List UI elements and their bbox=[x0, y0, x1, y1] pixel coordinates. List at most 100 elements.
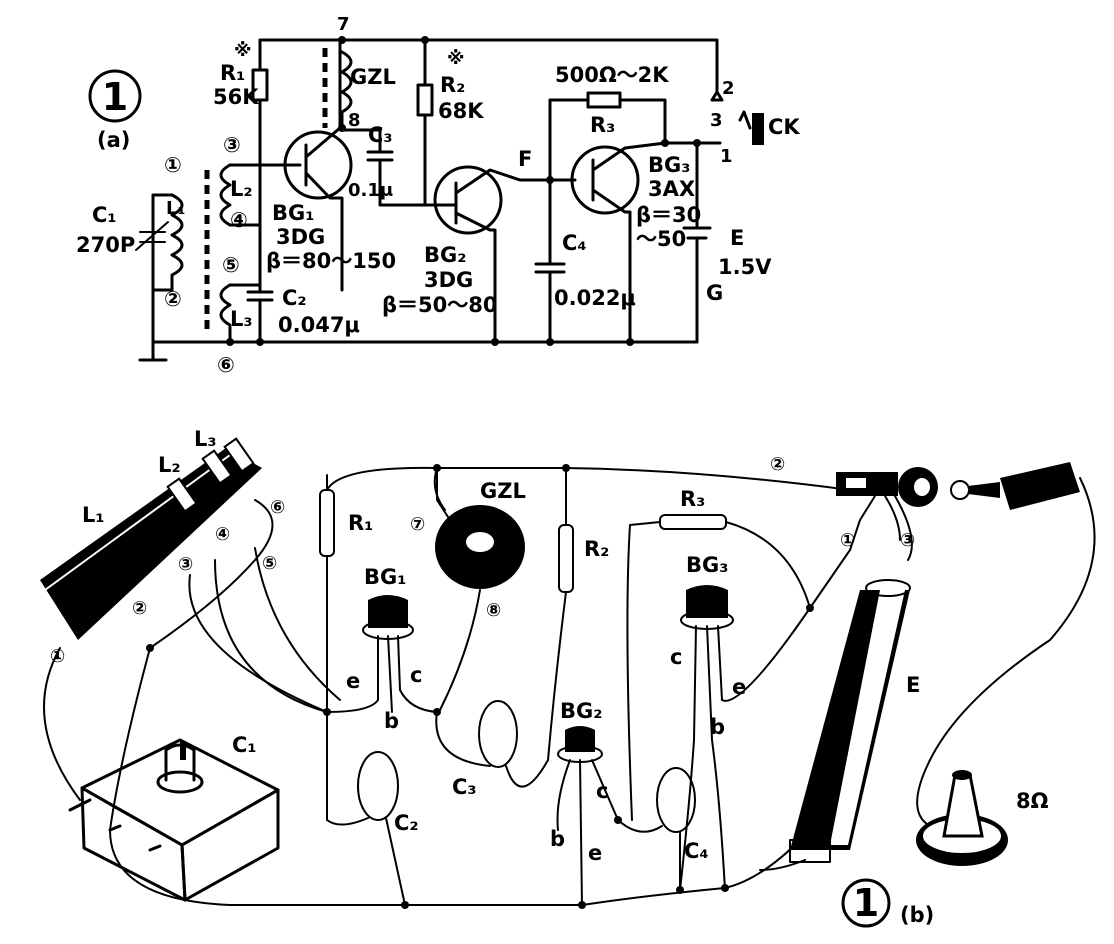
earphone-plug bbox=[916, 462, 1096, 831]
coil-wire-1 bbox=[43, 647, 81, 801]
fig-a-number-circle bbox=[88, 69, 142, 123]
c2-symbol bbox=[246, 290, 274, 344]
l2-label: L₂ bbox=[230, 177, 253, 201]
r1-body bbox=[251, 68, 269, 102]
c2-value: 0.047μ bbox=[278, 313, 360, 337]
c3-component bbox=[478, 700, 518, 768]
node8-label: 8 bbox=[348, 110, 361, 131]
r2-component bbox=[558, 524, 574, 593]
wiring-l2-label: L₂ bbox=[158, 453, 181, 477]
r2-value: 68K bbox=[438, 99, 484, 123]
ck-label: CK bbox=[768, 115, 800, 139]
e-name: E bbox=[730, 226, 744, 250]
r3-leads bbox=[626, 521, 811, 821]
coil-bar bbox=[40, 437, 262, 640]
wiring-pin5-label: ⑤ bbox=[262, 553, 277, 574]
jack-pin2-label: ② bbox=[770, 454, 785, 475]
bg3-type: 3AX bbox=[648, 177, 695, 201]
wiring-junction-dots bbox=[146, 464, 814, 909]
c1-value: 270P bbox=[76, 233, 135, 257]
bg2-beta: β＝50～80 bbox=[382, 293, 497, 317]
c1-symbol bbox=[135, 221, 169, 251]
bg2-symbol bbox=[433, 165, 503, 235]
battery-e bbox=[759, 579, 911, 871]
jack-pin3-label: ③ bbox=[900, 530, 915, 551]
l1-coil bbox=[170, 193, 184, 292]
bg3-symbol bbox=[570, 145, 640, 215]
wiring-b: L₁ L₂ L₃ ① ② ③ ④ ⑤ ⑥ C₁ R₁ GZL ⑦ ⑧ R₂ R₃… bbox=[40, 427, 1096, 928]
fig-b-number-circle bbox=[841, 878, 891, 928]
gzl-coil bbox=[340, 50, 353, 130]
r3-name: R₃ bbox=[590, 113, 615, 137]
l3-label: L₃ bbox=[230, 307, 253, 331]
bg2-name: BG₂ bbox=[424, 243, 466, 267]
l2-coil bbox=[219, 163, 232, 227]
r2-mark: ※ bbox=[447, 48, 465, 69]
bg2-pin-e: e bbox=[588, 841, 602, 865]
bg2-pin-c: c bbox=[596, 779, 608, 803]
bg1-can bbox=[368, 595, 408, 628]
wiring-r1-label: R₁ bbox=[348, 511, 373, 535]
speaker-8ohm bbox=[916, 770, 1008, 866]
l3-coil bbox=[219, 283, 232, 344]
top-rail bbox=[258, 38, 719, 94]
bg1-symbol bbox=[283, 130, 353, 200]
bg3-leads bbox=[591, 141, 722, 344]
schematic-a: 1 (a) ① ② L₁ C₁ 270P ③ L₂ ④ ⑤ L₃ ⑥ ※ R₁ … bbox=[76, 14, 800, 377]
junction-dots bbox=[226, 36, 701, 346]
g-label: G bbox=[706, 281, 723, 305]
c4-leads bbox=[617, 819, 681, 891]
jack-body bbox=[752, 113, 764, 145]
wiring-c4-label: C₄ bbox=[684, 839, 709, 863]
fig-b-number: 1 bbox=[853, 881, 879, 925]
jack-pin1-label: ① bbox=[840, 530, 855, 551]
bg3-pins bbox=[679, 607, 811, 891]
bg3-beta1: β＝30 bbox=[636, 203, 701, 227]
bg2-leads bbox=[423, 168, 552, 344]
wiring-bg2-label: BG₂ bbox=[560, 699, 602, 723]
fig-a-number: 1 bbox=[102, 75, 128, 119]
c2-name: C₂ bbox=[282, 286, 307, 310]
wiring-l1-label: L₁ bbox=[82, 503, 105, 527]
ck-pin2: 2 bbox=[722, 78, 735, 99]
r2-leads bbox=[547, 467, 567, 761]
gzl-label: GZL bbox=[350, 65, 396, 89]
bg1-pin-e: e bbox=[346, 669, 360, 693]
r2-body bbox=[416, 83, 434, 117]
c2-component bbox=[357, 751, 399, 821]
gzl-lead-8 bbox=[439, 589, 481, 711]
bg1-type: 3DG bbox=[276, 225, 325, 249]
c1-name: C₁ bbox=[92, 203, 117, 227]
bg3-pin-e: e bbox=[732, 675, 746, 699]
pin3-label: ③ bbox=[223, 133, 241, 157]
bg3-pin-b: b bbox=[710, 715, 725, 739]
e-value: 1.5V bbox=[718, 255, 772, 279]
bg1-beta: β＝80～150 bbox=[266, 249, 396, 273]
coil-wire-4 bbox=[214, 559, 328, 713]
r1-mark: ※ bbox=[234, 40, 252, 61]
r3-body bbox=[586, 91, 622, 109]
pin5-label: ⑤ bbox=[222, 253, 240, 277]
fig-a-sub-label: (a) bbox=[97, 128, 130, 152]
bg2-can bbox=[565, 726, 595, 752]
coil-wire-2 bbox=[109, 647, 151, 831]
bg1-pin-c: c bbox=[410, 663, 422, 687]
c4-name: C₄ bbox=[562, 231, 587, 255]
c4-component bbox=[656, 767, 696, 833]
pin4-label: ④ bbox=[230, 208, 248, 232]
node7-label: 7 bbox=[337, 14, 350, 35]
bg1-name: BG₁ bbox=[272, 201, 314, 225]
wiring-pin8-label: ⑧ bbox=[486, 600, 501, 621]
c3-leads bbox=[435, 711, 549, 788]
r1-component bbox=[319, 489, 335, 557]
wiring-pin7-label: ⑦ bbox=[410, 514, 425, 535]
wiring-l3-label: L₃ bbox=[194, 427, 217, 451]
r3-component bbox=[659, 514, 727, 530]
bg2-pins bbox=[556, 759, 619, 906]
earphone-jack bbox=[836, 467, 938, 561]
speaker-label: 8Ω bbox=[1016, 789, 1049, 813]
coil-wire-3 bbox=[188, 574, 328, 713]
gzl-lead-7 bbox=[433, 467, 451, 521]
c3-value: 0.1μ bbox=[348, 180, 393, 201]
c3-symbol bbox=[340, 128, 427, 207]
